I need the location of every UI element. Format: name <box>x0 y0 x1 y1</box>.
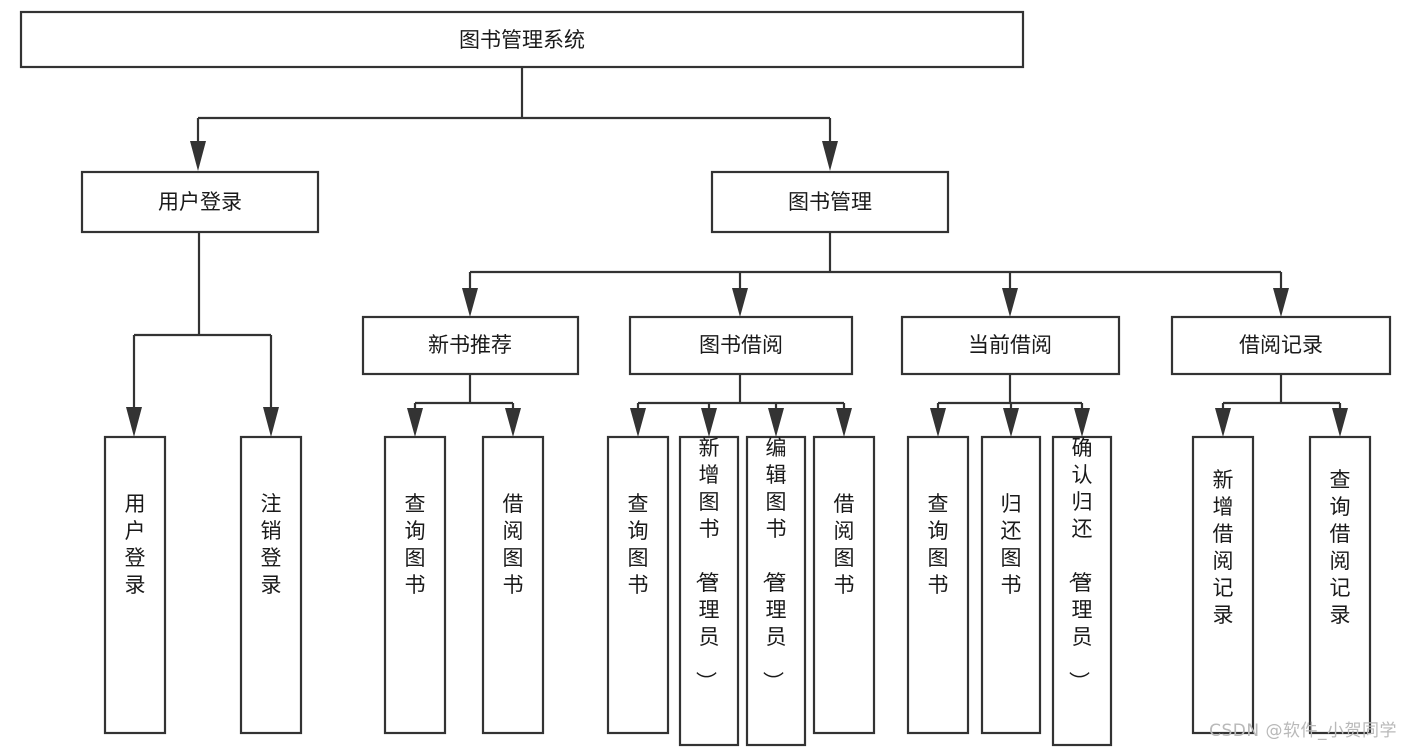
arrow-to-leaf-borrow-book-2 <box>836 408 852 437</box>
node-leaf-add-record-label: 新增借阅记录 <box>1213 468 1234 627</box>
node-book-manage-box[interactable] <box>710 170 950 234</box>
node-leaf-query-book-3-box[interactable] <box>906 435 970 735</box>
node-root-label: 图书管理系统 <box>459 28 585 52</box>
arrow-to-leaf-confirm-return <box>1074 408 1090 437</box>
node-root[interactable]: 图书管理系统 <box>19 10 1025 69</box>
node-leaf-borrow-book-2-box[interactable] <box>812 435 876 735</box>
node-leaf-user-logout[interactable]: 注销登录 <box>239 435 303 735</box>
node-leaf-user-logout-box[interactable] <box>239 435 303 735</box>
node-leaf-query-book-3-label: 查询图书 <box>928 492 949 597</box>
connector-layer <box>126 67 1348 437</box>
node-leaf-edit-book[interactable]: 编辑图书（管理员） <box>745 435 807 747</box>
node-new-book-recommend[interactable]: 新书推荐 <box>361 315 580 376</box>
node-leaf-confirm-return[interactable]: 确认归还（管理员） <box>1051 435 1113 747</box>
node-leaf-borrow-book-2[interactable]: 借阅图书 <box>812 435 876 735</box>
node-book-manage-label: 图书管理 <box>788 190 872 214</box>
node-new-book-recommend-label: 新书推荐 <box>428 333 512 357</box>
arrow-to-book-borrow <box>732 288 748 317</box>
node-leaf-add-record[interactable]: 新增借阅记录 <box>1191 435 1255 735</box>
node-leaf-query-record-box[interactable] <box>1308 435 1372 735</box>
node-leaf-add-record-box[interactable] <box>1191 435 1255 735</box>
arrow-to-leaf-user-logout <box>263 407 279 437</box>
node-leaf-user-login-box[interactable] <box>103 435 167 735</box>
node-book-borrow-box[interactable] <box>628 315 854 376</box>
node-book-manage[interactable]: 图书管理 <box>710 170 950 234</box>
node-leaf-user-logout-label: 注销登录 <box>261 492 282 597</box>
node-leaf-return-book[interactable]: 归还图书 <box>980 435 1042 735</box>
node-user-login[interactable]: 用户登录 <box>80 170 320 234</box>
arrow-to-leaf-query-book-3 <box>930 408 946 437</box>
node-current-borrow-label: 当前借阅 <box>968 333 1052 357</box>
node-leaf-borrow-book-2-label: 借阅图书 <box>834 492 855 597</box>
node-borrow-record[interactable]: 借阅记录 <box>1170 315 1392 376</box>
node-leaf-borrow-book-1-box[interactable] <box>481 435 545 735</box>
node-leaf-query-book-2[interactable]: 查询图书 <box>606 435 670 735</box>
node-leaf-user-login-label: 用户登录 <box>125 492 146 597</box>
node-current-borrow[interactable]: 当前借阅 <box>900 315 1121 376</box>
node-current-borrow-box[interactable] <box>900 315 1121 376</box>
node-user-login-box[interactable] <box>80 170 320 234</box>
node-leaf-add-book[interactable]: 新增图书（管理员） <box>678 435 740 747</box>
node-user-login-label: 用户登录 <box>158 190 242 214</box>
node-leaf-confirm-return-label: 确认归还（管理员） <box>1067 436 1093 692</box>
arrow-to-leaf-add-book <box>701 408 717 437</box>
node-leaf-query-book-1-box[interactable] <box>383 435 447 735</box>
arrow-to-leaf-query-record <box>1332 408 1348 437</box>
arrow-to-new-book-recommend <box>462 288 478 317</box>
node-leaf-return-book-box[interactable] <box>980 435 1042 735</box>
arrow-to-leaf-add-record <box>1215 408 1231 437</box>
node-leaf-user-login[interactable]: 用户登录 <box>103 435 167 735</box>
node-book-borrow[interactable]: 图书借阅 <box>628 315 854 376</box>
node-leaf-add-book-label: 新增图书（管理员） <box>694 436 720 692</box>
node-leaf-borrow-book-1-label: 借阅图书 <box>503 492 524 597</box>
node-leaf-query-record-label: 查询借阅记录 <box>1330 468 1351 627</box>
arrow-to-book-manage <box>822 141 838 171</box>
arrow-to-leaf-borrow-book-1 <box>505 408 521 437</box>
node-leaf-query-book-1-label: 查询图书 <box>405 492 426 597</box>
node-leaf-confirm-return-box[interactable] <box>1051 435 1113 747</box>
node-leaf-return-book-label: 归还图书 <box>1001 492 1022 597</box>
node-leaf-add-book-box[interactable] <box>678 435 740 747</box>
arrow-to-leaf-edit-book <box>768 408 784 437</box>
node-root-box[interactable] <box>19 10 1025 69</box>
arrow-to-leaf-query-book-2 <box>630 408 646 437</box>
node-new-book-recommend-box[interactable] <box>361 315 580 376</box>
node-leaf-query-book-1[interactable]: 查询图书 <box>383 435 447 735</box>
node-leaf-borrow-book-1[interactable]: 借阅图书 <box>481 435 545 735</box>
arrow-to-current-borrow <box>1002 288 1018 317</box>
node-borrow-record-box[interactable] <box>1170 315 1392 376</box>
node-leaf-query-record[interactable]: 查询借阅记录 <box>1308 435 1372 735</box>
arrow-to-user-login <box>190 141 206 171</box>
node-leaf-edit-book-label: 编辑图书（管理员） <box>761 436 787 692</box>
arrow-to-leaf-query-book-1 <box>407 408 423 437</box>
node-leaf-query-book-3[interactable]: 查询图书 <box>906 435 970 735</box>
node-borrow-record-label: 借阅记录 <box>1239 333 1323 357</box>
node-leaf-query-book-2-label: 查询图书 <box>628 492 649 597</box>
arrow-to-leaf-user-login <box>126 407 142 437</box>
arrow-to-leaf-return-book <box>1003 408 1019 437</box>
arrow-to-borrow-record <box>1273 288 1289 317</box>
node-leaf-query-book-2-box[interactable] <box>606 435 670 735</box>
node-leaf-edit-book-box[interactable] <box>745 435 807 747</box>
node-book-borrow-label: 图书借阅 <box>699 333 783 357</box>
